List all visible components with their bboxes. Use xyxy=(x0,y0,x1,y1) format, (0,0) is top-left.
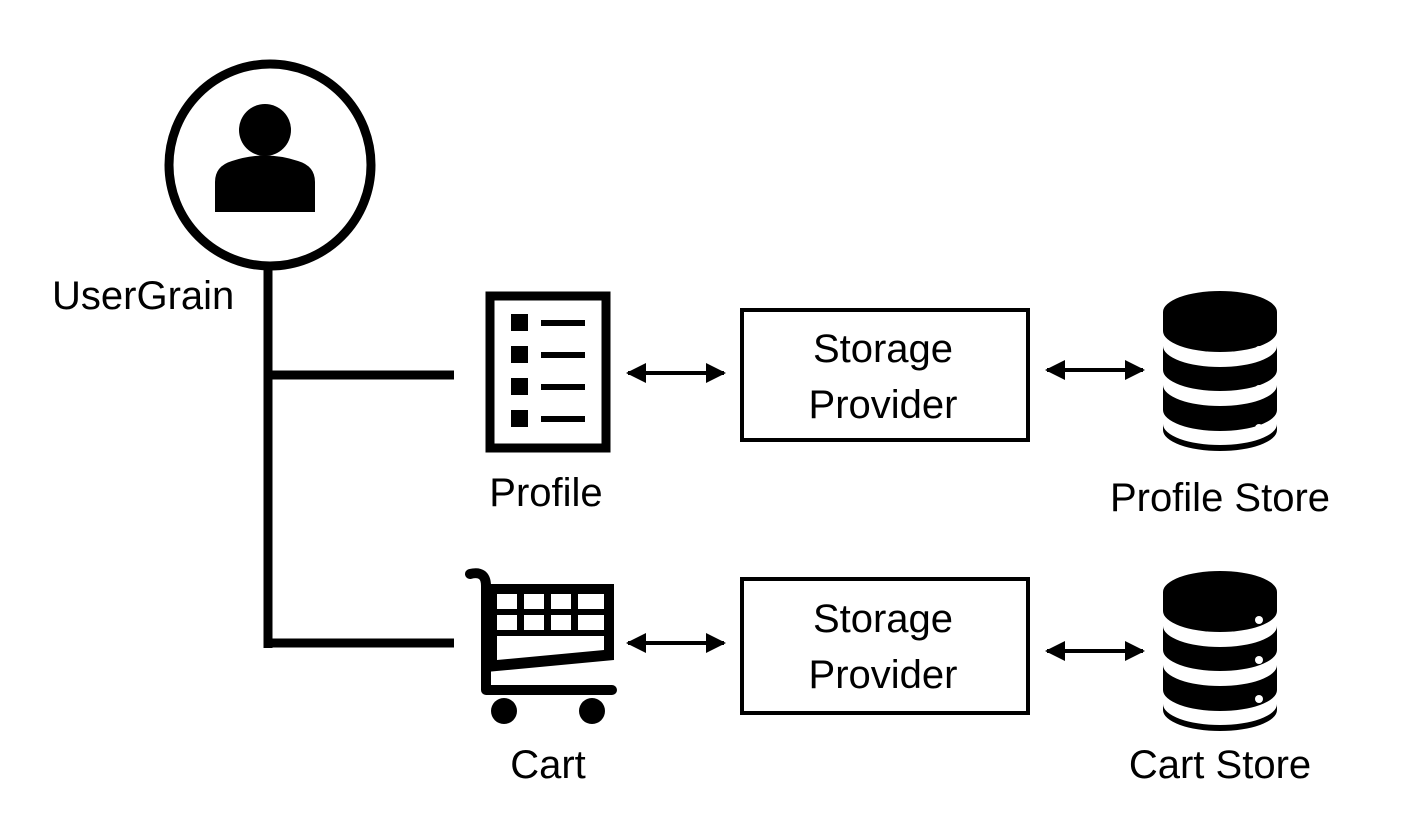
document-list-icon xyxy=(485,291,611,453)
database-icon xyxy=(1163,571,1277,731)
profile-label: Profile xyxy=(489,471,602,515)
connector-lines xyxy=(263,264,454,648)
provider-label-line1: Storage xyxy=(813,327,953,371)
profile-store-label: Profile Store xyxy=(1110,476,1330,520)
cart-storage-provider: Storage Provider xyxy=(740,577,1030,715)
database-icon xyxy=(1163,291,1277,451)
cart-label: Cart xyxy=(510,743,586,787)
provider-label-line2: Provider xyxy=(809,383,958,427)
provider-label-line1: Storage xyxy=(813,597,953,641)
profile-storage-provider: Storage Provider xyxy=(740,308,1030,442)
user-icon xyxy=(215,104,315,212)
user-grain-node xyxy=(164,59,376,271)
shopping-cart-icon xyxy=(465,568,617,724)
provider-label-line2: Provider xyxy=(809,653,958,697)
grain-label: UserGrain xyxy=(52,274,234,318)
cart-store-label: Cart Store xyxy=(1129,743,1311,787)
